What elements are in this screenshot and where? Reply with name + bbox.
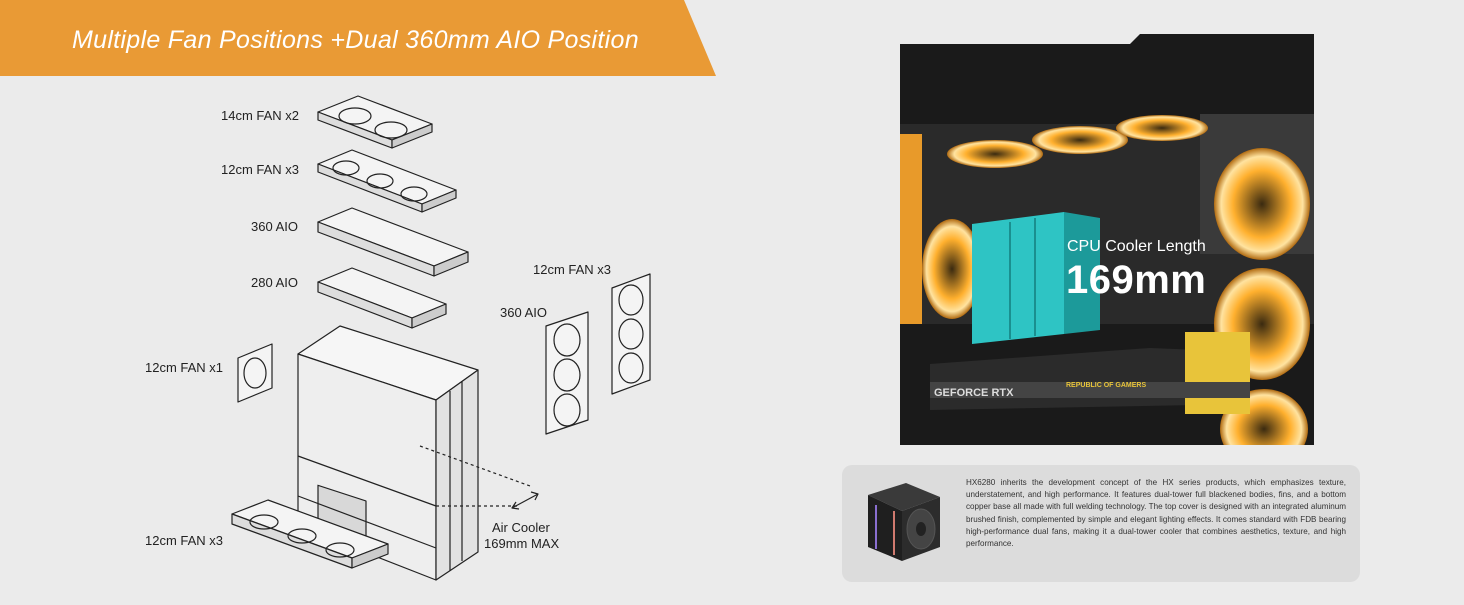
label-280-aio: 280 AIO bbox=[251, 275, 298, 290]
label-air-cooler: Air Cooler bbox=[492, 520, 550, 535]
cooler-caption: CPU Cooler Length bbox=[1067, 238, 1206, 255]
case-interior-photo: GEFORCE RTX REPUBLIC OF GAMERS CPU Coole… bbox=[900, 34, 1314, 445]
cooler-info-card: HX6280 inherits the development concept … bbox=[842, 465, 1360, 582]
banner-shape bbox=[0, 0, 716, 76]
measurement-arrow bbox=[511, 491, 539, 510]
fan-12cm-x3-top-drawing bbox=[317, 149, 457, 213]
air-cooler-measurement bbox=[419, 445, 531, 507]
exploded-fan-diagram: 14cm FAN x2 12cm FAN x3 360 AIO 280 AIO … bbox=[0, 76, 720, 600]
banner-title: Multiple Fan Positions +Dual 360mm AIO P… bbox=[72, 26, 639, 54]
aio-360-side-drawing bbox=[545, 311, 589, 435]
case-line-drawing bbox=[231, 95, 651, 581]
label-360-aio-top: 360 AIO bbox=[251, 219, 298, 234]
gpu-label: GEFORCE RTX bbox=[934, 387, 1014, 399]
header-banner: Multiple Fan Positions +Dual 360mm AIO P… bbox=[0, 0, 716, 76]
label-12cm-fan-x3-side: 12cm FAN x3 bbox=[533, 262, 612, 277]
label-air-cooler-max: 169mm MAX bbox=[484, 536, 560, 551]
aio-280-drawing bbox=[317, 267, 447, 329]
label-360-aio-side: 360 AIO bbox=[500, 305, 547, 320]
gpu-brand: REPUBLIC OF GAMERS bbox=[1066, 382, 1146, 389]
case-interior-illustration: GEFORCE RTX REPUBLIC OF GAMERS bbox=[900, 34, 1314, 445]
aio-360-top-drawing bbox=[317, 207, 469, 277]
label-14cm-fan-x2: 14cm FAN x2 bbox=[221, 108, 300, 123]
cooler-product-image bbox=[868, 483, 940, 561]
cooler-description: HX6280 inherits the development concept … bbox=[966, 478, 1346, 549]
fan-12cm-x3-side-drawing bbox=[611, 273, 651, 395]
label-12cm-fan-x3-bottom: 12cm FAN x3 bbox=[145, 533, 224, 548]
label-12cm-fan-x1: 12cm FAN x1 bbox=[145, 360, 224, 375]
fan-14cm-x2-drawing bbox=[317, 95, 433, 149]
cooler-length-value: 169mm bbox=[1066, 258, 1207, 302]
label-12cm-fan-x3-top: 12cm FAN x3 bbox=[221, 162, 300, 177]
fan-12cm-rear-drawing bbox=[237, 343, 273, 403]
fan-12cm-x3-bottom-drawing bbox=[231, 499, 389, 569]
